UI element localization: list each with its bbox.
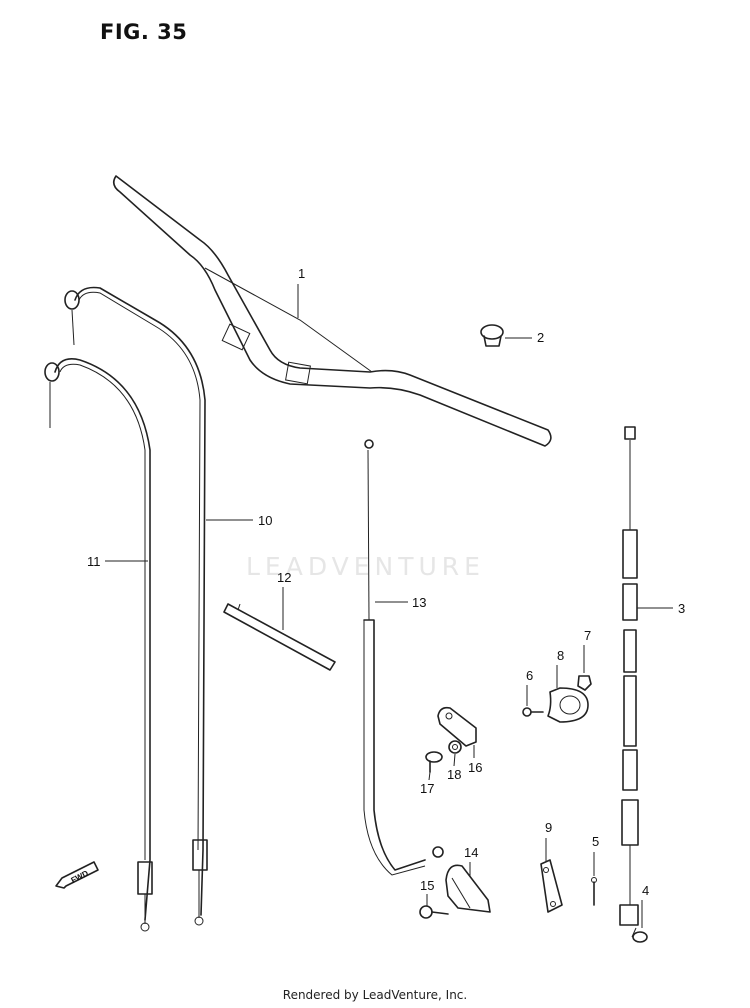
watermark: LEADVENTURE — [246, 552, 485, 581]
nut[interactable] — [577, 675, 592, 691]
callout-16[interactable]: 16 — [468, 760, 482, 775]
fwd-arrow-icon: FWD — [55, 861, 99, 889]
callout-14[interactable]: 14 — [464, 845, 478, 860]
leader-line-17 — [428, 771, 431, 781]
cable-guide[interactable] — [437, 706, 477, 747]
callout-11[interactable]: 11 — [87, 554, 101, 569]
lever-arm[interactable] — [540, 859, 563, 913]
callout-10[interactable]: 10 — [258, 513, 272, 528]
callout-15[interactable]: 15 — [420, 878, 434, 893]
choke-cable[interactable] — [363, 439, 444, 876]
callout-7[interactable]: 7 — [584, 628, 591, 643]
callout-3[interactable]: 3 — [678, 601, 685, 616]
cable-clamp[interactable] — [547, 687, 589, 723]
callout-8[interactable]: 8 — [557, 648, 564, 663]
throttle-cable-1[interactable] — [64, 286, 208, 926]
leader-line-18 — [453, 753, 456, 767]
pin[interactable] — [591, 877, 597, 906]
cable-end-bolt[interactable] — [631, 927, 648, 943]
callout-2[interactable]: 2 — [537, 330, 544, 345]
guide-bolt[interactable] — [425, 751, 443, 773]
callout-17[interactable]: 17 — [420, 781, 434, 796]
callout-13[interactable]: 13 — [412, 595, 426, 610]
callout-9[interactable]: 9 — [545, 820, 552, 835]
throttle-cable-2[interactable] — [44, 358, 153, 932]
callout-1[interactable]: 1 — [298, 266, 305, 281]
callout-6[interactable]: 6 — [526, 668, 533, 683]
figure-title: FIG. 35 — [100, 20, 188, 44]
footer-credit: Rendered by LeadVenture, Inc. — [282, 988, 468, 1002]
callout-5[interactable]: 5 — [592, 834, 599, 849]
handlebar[interactable] — [112, 175, 552, 447]
screw[interactable] — [522, 707, 544, 717]
handlebar-plug[interactable] — [480, 324, 504, 347]
callout-12[interactable]: 12 — [277, 570, 291, 585]
callout-4[interactable]: 4 — [642, 883, 649, 898]
cable-bracket[interactable] — [445, 864, 491, 913]
cable-band[interactable] — [223, 603, 336, 671]
washer[interactable] — [448, 740, 462, 754]
bracket-bolt[interactable] — [419, 905, 449, 919]
callout-18[interactable]: 18 — [447, 767, 461, 782]
fwd-label: FWD — [70, 869, 91, 885]
clutch-cable[interactable] — [619, 426, 639, 926]
